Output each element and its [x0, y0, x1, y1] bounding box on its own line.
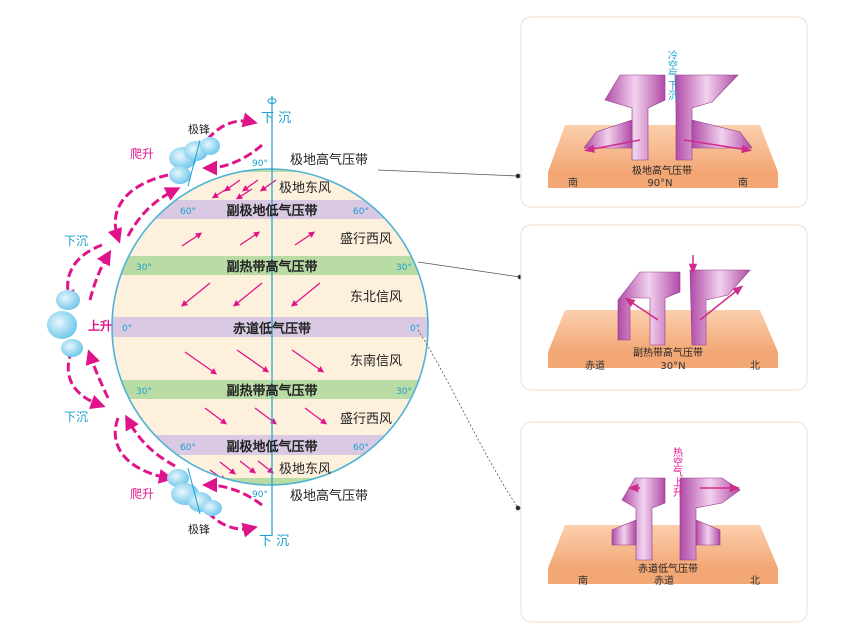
westerlies-arrows-n [181, 231, 316, 247]
ferrel-cell-s-right [125, 414, 176, 468]
panel1-axis-left: 南 [568, 176, 578, 189]
westerlies-label-s: 盛行西风 [340, 412, 392, 427]
polar-easterlies-arrows-n [211, 179, 277, 200]
ground-slab-3 [548, 525, 778, 584]
lat-90-s: 90° [252, 490, 268, 500]
sink-left-label-n: 下沉 [64, 234, 88, 248]
hadley-cell-s-upper [66, 349, 106, 410]
panel2-axis-left: 赤道 [585, 359, 605, 372]
panel2-label: 副热带高气压带 [633, 346, 703, 359]
panel3-axis-center: 赤道 [654, 574, 674, 587]
westerlies-label-n: 盛行西风 [340, 232, 392, 247]
panel1-axis-center: 90°N [647, 178, 672, 189]
cloud-icon-equator [47, 290, 83, 357]
lat-60-n-left: 60° [180, 207, 196, 217]
lat-60-s-left: 60° [180, 443, 196, 453]
panel1-arrows [583, 139, 753, 154]
globe-outline [111, 168, 429, 486]
se-trades-label: 东南信风 [350, 353, 402, 369]
hadley-cell-n-upper [60, 243, 103, 306]
panel2-arrows [624, 255, 744, 321]
ne-trades-label: 东北信风 [350, 290, 402, 305]
ferrel-cell-s-left [113, 417, 174, 484]
north-pole-high-label: 极地高气压带 [290, 152, 368, 168]
subtropical-high-label-s: 副热带高气压带 [226, 383, 317, 399]
polar-cell-n-lower [202, 143, 263, 176]
polar-front-label-n: 极锋 [188, 122, 210, 136]
panel1-label: 极地高气压带 [632, 164, 692, 177]
polar-front-label-s: 极锋 [188, 522, 210, 536]
sink-left-label-s: 下沉 [64, 410, 88, 424]
lat-60-n-right: 60° [353, 207, 369, 217]
rise-label-eq: 上升 [88, 318, 112, 333]
rotation-icon [267, 98, 277, 104]
panel-subtropical-high: 副热带高气压带 赤道 30°N 北 [520, 224, 808, 391]
hadley-cell-s-lower [85, 349, 110, 399]
polar-high-band-s [112, 478, 428, 485]
lat-0-left: 0° [122, 324, 132, 334]
lat-30-n-left: 30° [136, 263, 152, 273]
lat-30-s-right: 30° [396, 387, 412, 397]
lat-60-s-right: 60° [353, 443, 369, 453]
polar-front-line-s [187, 467, 201, 515]
panel3-axis-left: 南 [578, 574, 588, 587]
subtropical-high-band-n [112, 256, 428, 275]
polar-high-band-n [112, 169, 428, 172]
polar-easterlies-label-n: 极地东风 [279, 181, 331, 196]
cloud-icon-north [169, 137, 220, 184]
panel2-axis-center: 30°N [660, 361, 685, 372]
polar-front-line-n [187, 139, 201, 187]
panel3-label: 赤道低气压带 [638, 562, 698, 575]
subpolar-low-label-n: 副极地低气压带 [226, 203, 317, 219]
panel1-air-label: 冷空气下沉 [666, 49, 678, 100]
connector-lines [377, 169, 523, 511]
equatorial-low-label: 赤道低气压带 [233, 321, 311, 337]
air-block-3 [611, 477, 741, 561]
polar-easterlies-label-s: 极地东风 [279, 462, 331, 477]
subtropical-high-band-s [112, 380, 428, 399]
climb-label-n: 爬升 [130, 147, 154, 161]
polar-cell-s-upper [202, 477, 263, 507]
sink-bottom-label: 下 沉 [259, 534, 289, 549]
subpolar-low-band-s [112, 435, 428, 455]
panel3-air-label: 热空气上升 [671, 446, 683, 498]
panel3-axis-right: 北 [750, 575, 760, 587]
lat-30-s-left: 30° [136, 387, 152, 397]
lat-90-n: 90° [252, 159, 268, 169]
lat-0-right: 0° [410, 324, 420, 334]
ne-trades-arrows [180, 282, 321, 307]
panel-equatorial-low: 热空气上升 赤道低气压带 南 赤道 北 [520, 421, 808, 623]
cloud-icon-south [167, 469, 222, 516]
air-block-2 [617, 269, 751, 346]
globe: 极地东风 副极地低气压带 盛行西风 副热带高气压带 东北信风 赤道低气压带 东南… [111, 96, 429, 536]
panel2-axis-right: 北 [750, 360, 760, 372]
sink-top-label: 下 沉 [261, 111, 291, 126]
subpolar-low-band-n [112, 200, 428, 219]
panel1-axis-right: 南 [738, 176, 748, 189]
air-block-1 [583, 74, 753, 161]
climb-label-s: 爬升 [130, 487, 154, 501]
hadley-cell-n-lower [88, 249, 112, 301]
se-trades-arrows [184, 349, 325, 375]
equatorial-low-band [112, 317, 428, 337]
ferrel-cell-n-right [126, 187, 181, 237]
subpolar-low-label-s: 副极地低气压带 [226, 439, 317, 455]
ferrel-cell-n-left [107, 173, 169, 244]
south-pole-high-label: 极地高气压带 [290, 488, 368, 504]
panel-polar-high: 冷空气下沉 极地高气压带 南 90°N 南 [520, 16, 808, 208]
subtropical-high-label-n: 副热带高气压带 [226, 259, 317, 275]
lat-30-n-right: 30° [396, 263, 412, 273]
